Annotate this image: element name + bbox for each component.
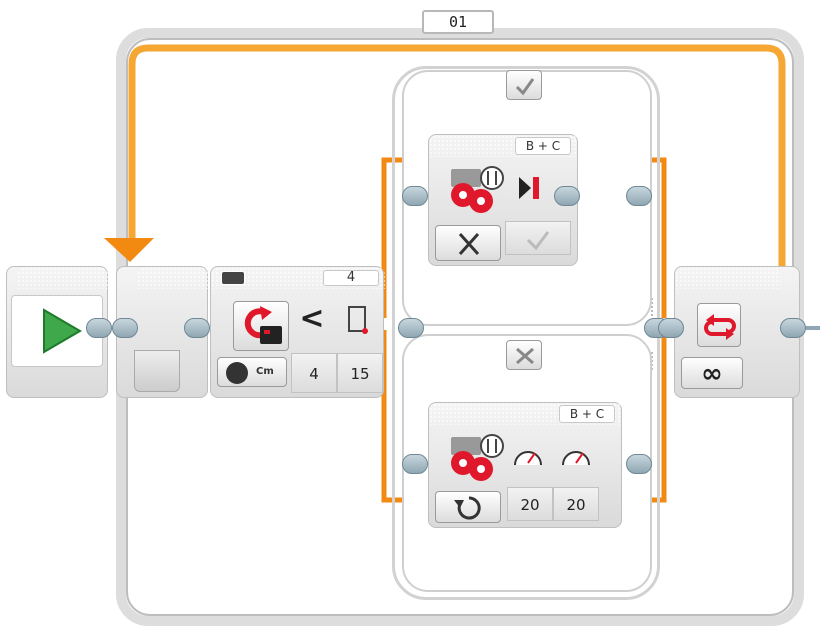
loop-end-icon-button[interactable] [697, 303, 741, 347]
threshold-param[interactable]: 4 [291, 353, 337, 393]
switch-input-connector[interactable] [184, 318, 210, 338]
switch-wire-connector-left[interactable] [398, 318, 424, 338]
units-label: Cm [256, 366, 274, 377]
loop-input-connector[interactable] [112, 318, 138, 338]
loop-mode-selector[interactable]: ∞ [681, 357, 743, 389]
threshold-icon [348, 306, 368, 334]
loop-arrows-icon [704, 314, 736, 340]
stop-icon [519, 177, 539, 199]
loop-data-plug[interactable] [134, 350, 180, 392]
speedometer-icon [562, 451, 590, 466]
motor-mode-button[interactable] [435, 491, 501, 523]
loop-end-input-connector[interactable] [658, 318, 684, 338]
loop-end-block[interactable]: ∞ [674, 266, 800, 398]
move-tank-motor-icon [451, 169, 493, 213]
false-case-output-connector[interactable] [626, 454, 652, 474]
motor-on-ports[interactable]: B + C [559, 405, 615, 423]
compare-symbol[interactable]: < [299, 301, 325, 336]
x-icon [516, 347, 534, 365]
start-block-header [17, 267, 109, 289]
loop-name-label[interactable]: 01 [422, 10, 494, 34]
start-output-connector[interactable] [86, 318, 112, 338]
speedometer-icon [514, 451, 542, 466]
loop-end-output-connector[interactable] [780, 318, 806, 338]
brake-mode-button[interactable] [435, 225, 501, 261]
motor-stop-output-connector[interactable] [554, 186, 580, 206]
brake-check-param[interactable] [505, 221, 571, 255]
true-case-output-connector[interactable] [626, 186, 652, 206]
check-icon [515, 78, 535, 96]
steering-adjust-icon [480, 166, 504, 190]
steering-param[interactable]: 20 [507, 487, 553, 521]
infinity-icon: ∞ [701, 359, 723, 389]
units-selector[interactable]: Cm [217, 357, 287, 387]
units-icon [226, 362, 248, 384]
check-icon [526, 231, 550, 251]
move-tank-motor-icon [451, 437, 493, 481]
false-case-tab[interactable] [506, 340, 542, 370]
motor-stop-ports[interactable]: B + C [515, 137, 571, 155]
false-case-input-connector[interactable] [402, 454, 428, 474]
power-param[interactable]: 20 [553, 487, 599, 521]
motor-on-block[interactable]: B + C 20 20 [428, 402, 623, 528]
switch-view-toggle-icon[interactable] [221, 271, 245, 285]
motor-stop-block[interactable]: B + C [428, 134, 579, 266]
loop-end-header [675, 267, 781, 289]
loop-start-header [137, 267, 209, 289]
port-label[interactable]: 4 [323, 270, 379, 286]
ultrasonic-sensor-icon [244, 306, 282, 344]
steering-adjust-icon [480, 434, 504, 458]
brake-x-icon [458, 232, 480, 256]
true-case-tab[interactable] [506, 70, 542, 100]
sensor-compare-mode-button[interactable] [233, 301, 289, 351]
play-icon [43, 308, 82, 354]
switch-sensor-block[interactable]: 4 < Cm 4 15 [210, 266, 385, 398]
on-icon [454, 496, 481, 520]
threshold2-param[interactable]: 15 [337, 353, 383, 393]
true-case-input-connector[interactable] [402, 186, 428, 206]
